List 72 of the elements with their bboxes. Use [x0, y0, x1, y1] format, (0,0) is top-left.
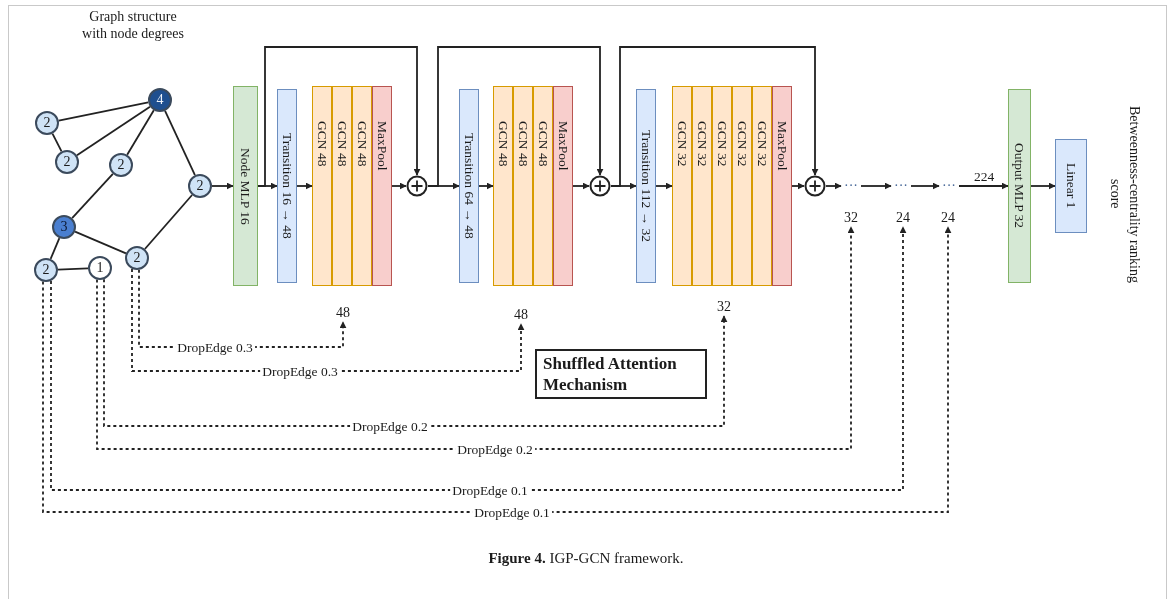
graph-edge [57, 101, 150, 122]
arrow [655, 182, 673, 190]
gcn-layer: GCN 48 [493, 86, 513, 286]
gcn-layer: GCN 48 [312, 86, 332, 286]
graph-edge [126, 109, 155, 156]
dimension-value: 48 [509, 306, 533, 324]
mlp-block: Output MLP 32 [1008, 89, 1031, 283]
arrow [296, 182, 313, 190]
skip-connection-arrow [257, 46, 421, 187]
arrow [1030, 182, 1056, 190]
maxpool-layer: MaxPool [372, 86, 392, 286]
dashed-arrow [103, 278, 728, 427]
gcn-layer: GCN 32 [732, 86, 752, 286]
figure-caption: Figure 4. IGP-GCN framework. [487, 550, 685, 567]
mlp-block: Node MLP 16 [233, 86, 258, 286]
ellipsis-text: ··· [939, 179, 959, 193]
dimension-value: 24 [936, 209, 960, 227]
arrow [478, 182, 494, 190]
maxpool-layer: MaxPool [553, 86, 573, 286]
graph-vertex: 2 [109, 153, 133, 177]
transition-block: Transition 16 → 48 [277, 89, 297, 283]
graph-vertex: 2 [34, 258, 58, 282]
gcn-layer: GCN 32 [752, 86, 772, 286]
ellipsis-text: ··· [841, 179, 861, 193]
dimension-value: 48 [331, 304, 355, 322]
arrow [825, 182, 842, 190]
sum-symbol [589, 175, 611, 197]
arrow [860, 182, 892, 190]
output-label: Betweenness-centrality ranking score [1107, 104, 1143, 285]
arrow [211, 182, 234, 190]
dimension-value: 24 [891, 209, 915, 227]
gcn-layer: GCN 32 [692, 86, 712, 286]
transition-block: Transition 112 → 32 [636, 89, 656, 283]
graph-vertex: 3 [52, 215, 76, 239]
graph-edge [144, 194, 193, 250]
gcn-layer: GCN 48 [332, 86, 352, 286]
gcn-layer: GCN 48 [533, 86, 553, 286]
gcn-layer: GCN 48 [352, 86, 372, 286]
arrow [791, 182, 805, 190]
arrow [391, 182, 407, 190]
graph-edge [71, 172, 114, 220]
graph-edge [164, 109, 196, 176]
graph-vertex: 4 [148, 88, 172, 112]
graph-edge [74, 230, 127, 255]
graph-vertex: 2 [125, 246, 149, 270]
linear-block: Linear 1 [1055, 139, 1087, 233]
module-box: Shuffled Attention Mechanism [535, 349, 707, 399]
arrow [958, 182, 1009, 190]
arrow [572, 182, 590, 190]
graph-edge [51, 132, 63, 153]
graph-vertex: 1 [88, 256, 112, 280]
graph-vertex: 2 [35, 111, 59, 135]
dimension-value: 32 [712, 298, 736, 316]
graph-vertex: 2 [188, 174, 212, 198]
graph-vertex: 2 [55, 150, 79, 174]
graph-heading: Graph structure with node degrees [81, 8, 185, 42]
arrow [910, 182, 940, 190]
gcn-layer: GCN 48 [513, 86, 533, 286]
transition-block: Transition 64 → 48 [459, 89, 479, 283]
sum-symbol [406, 175, 428, 197]
sum-symbol [804, 175, 826, 197]
gcn-layer: GCN 32 [712, 86, 732, 286]
dimension-value: 32 [839, 209, 863, 227]
skip-connection-arrow [610, 46, 819, 187]
maxpool-layer: MaxPool [772, 86, 792, 286]
ellipsis-text: ··· [891, 179, 911, 193]
graph-edge [57, 267, 89, 271]
gcn-layer: GCN 32 [672, 86, 692, 286]
dashed-arrow [96, 226, 855, 450]
skip-connection-arrow [427, 46, 604, 187]
graph-edge [76, 105, 151, 157]
graph-edge [49, 237, 61, 260]
